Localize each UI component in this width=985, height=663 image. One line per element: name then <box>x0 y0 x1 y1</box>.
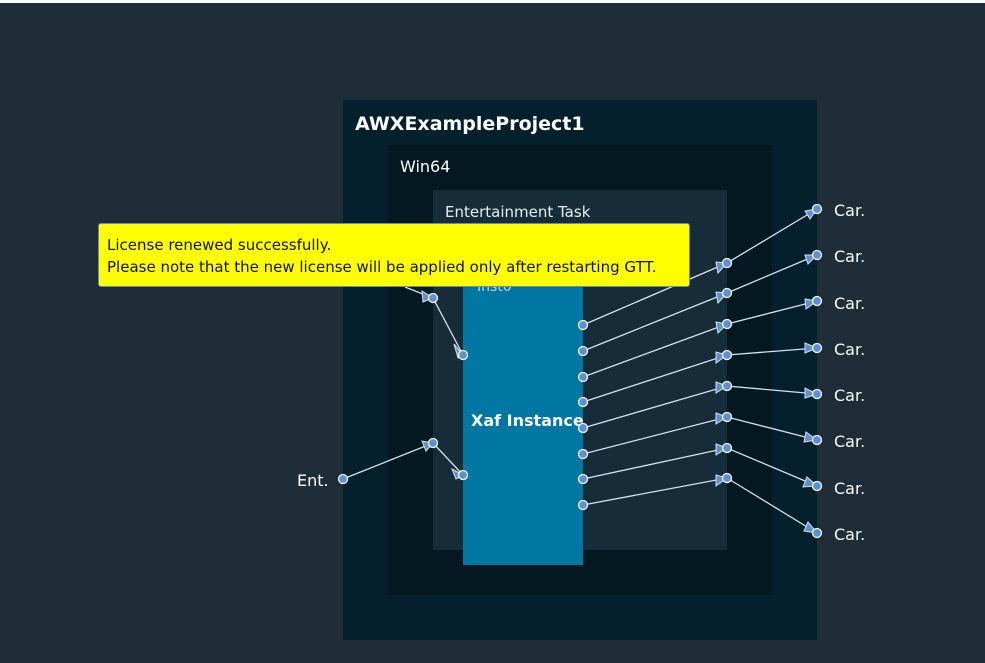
connection-wire[interactable] <box>342 442 464 480</box>
output-port-label: Car. <box>834 525 866 544</box>
output-port-icon[interactable] <box>811 249 823 261</box>
connection-wire[interactable] <box>582 300 818 378</box>
instance-type-label: Xaf Instance <box>471 411 584 430</box>
instance-input-port-icon[interactable] <box>457 349 469 361</box>
connection-wire[interactable] <box>582 416 818 455</box>
output-port-label: Car. <box>834 340 866 359</box>
output-port-icon[interactable] <box>811 388 823 400</box>
output-port-label: Car. <box>834 386 866 405</box>
notification-line-2: Please note that the new license will be… <box>107 258 657 276</box>
connector-port-icon[interactable] <box>721 287 733 299</box>
connection-wire[interactable] <box>582 477 818 534</box>
arrow-head-icon <box>715 443 729 456</box>
license-notification[interactable]: License renewed successfully. Please not… <box>98 223 690 287</box>
connection-wire[interactable] <box>582 447 818 487</box>
output-port-icon[interactable] <box>811 295 823 307</box>
connector-port-icon[interactable] <box>721 257 733 269</box>
instance-output-port-icon[interactable] <box>577 345 589 357</box>
instance-input-port-icon[interactable] <box>457 469 469 481</box>
connector-port-icon[interactable] <box>721 442 733 454</box>
output-port-icon[interactable] <box>811 203 823 215</box>
output-port-label: Car. <box>834 432 866 451</box>
arrow-head-icon <box>715 381 729 394</box>
output-port-icon[interactable] <box>811 342 823 354</box>
connection-wire[interactable] <box>582 385 818 429</box>
input-port-icon[interactable] <box>337 473 349 485</box>
output-port-icon[interactable] <box>811 480 823 492</box>
instance-output-port-icon[interactable] <box>577 499 589 511</box>
output-port-label: Car. <box>834 247 866 266</box>
arrow-head-icon <box>804 387 819 399</box>
connector-port-icon[interactable] <box>721 318 733 330</box>
platform-label: Win64 <box>400 157 451 176</box>
instance-output-port-icon[interactable] <box>577 371 589 383</box>
instance-output-port-icon[interactable] <box>577 422 589 434</box>
instance-output-port-icon[interactable] <box>577 473 589 485</box>
arrow-head-icon <box>421 290 435 303</box>
notification-line-1: License renewed successfully. <box>107 236 332 254</box>
input-port-label: Ent. <box>297 471 329 490</box>
instance-output-port-icon[interactable] <box>577 448 589 460</box>
top-divider <box>0 0 985 3</box>
task-label: Entertainment Task <box>445 203 591 221</box>
output-port-icon[interactable] <box>811 527 823 539</box>
output-port-icon[interactable] <box>811 434 823 446</box>
arrow-head-icon <box>804 342 819 354</box>
connector-port-icon[interactable] <box>721 349 733 361</box>
output-port-label: Car. <box>834 479 866 498</box>
arrow-head-icon <box>715 412 729 425</box>
connector-port-icon[interactable] <box>427 292 439 304</box>
instance-output-port-icon[interactable] <box>577 396 589 408</box>
connector-port-icon[interactable] <box>721 472 733 484</box>
connector-port-icon[interactable] <box>721 411 733 423</box>
output-port-label: Car. <box>834 294 866 313</box>
output-port-label: Car. <box>834 201 866 220</box>
connector-port-icon[interactable] <box>427 437 439 449</box>
connector-port-icon[interactable] <box>721 380 733 392</box>
instance-output-port-icon[interactable] <box>577 319 589 331</box>
instance-block[interactable] <box>463 235 583 565</box>
project-title: AWXExampleProject1 <box>355 113 585 135</box>
